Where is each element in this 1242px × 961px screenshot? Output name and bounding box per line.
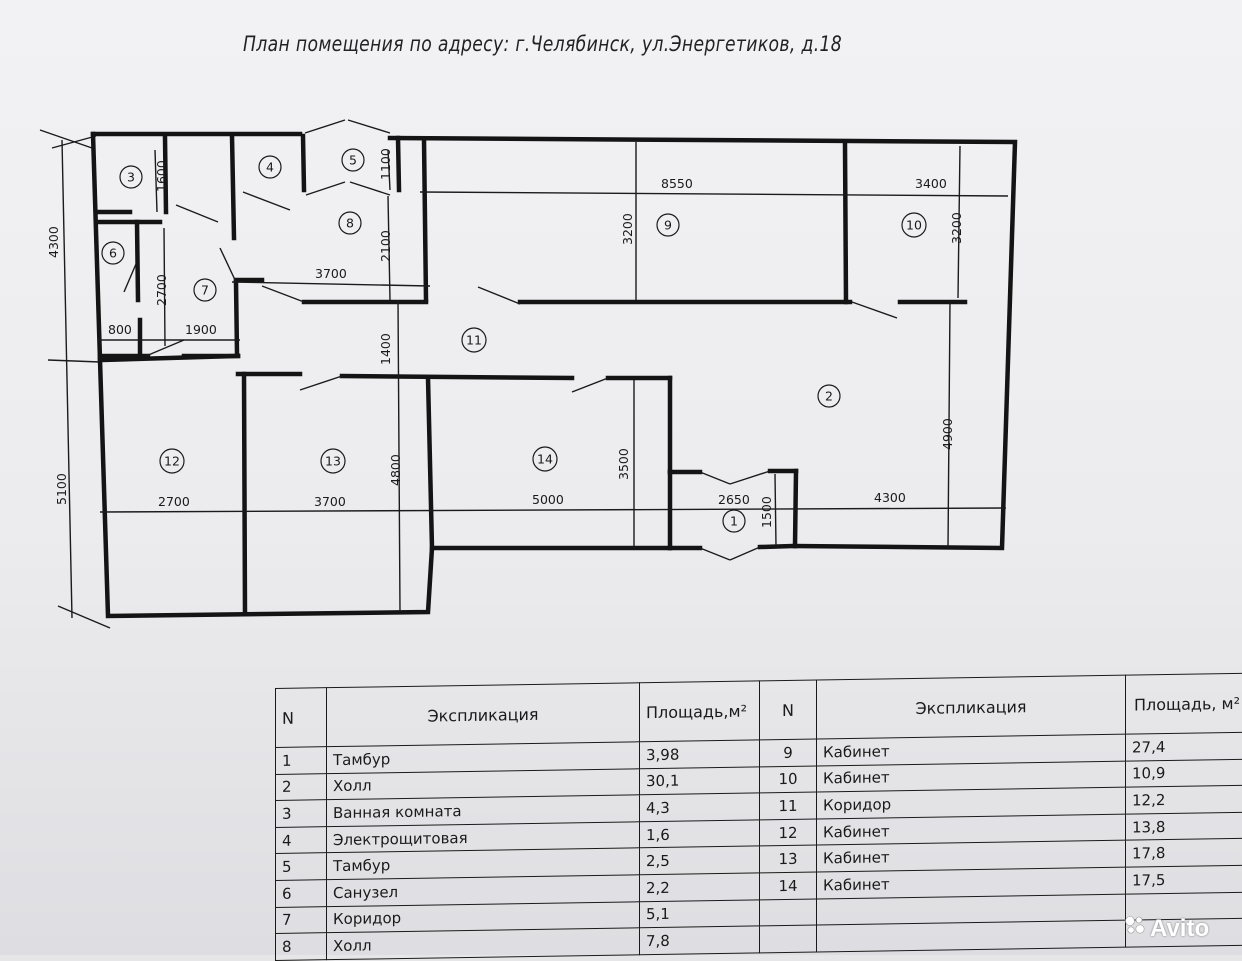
header-area-right: Площадь, м² [1126, 673, 1242, 734]
floor-plan: 4300 5100 1600 1100 2100 2700 3700 800 1… [0, 0, 1242, 690]
row-area: 3,98 [640, 740, 760, 768]
row-n: 4 [276, 826, 327, 853]
row-area: 7,8 [640, 926, 760, 954]
row-area-right: 10,9 [1126, 759, 1242, 788]
dim-r8-width: 3700 [315, 266, 347, 281]
row-area-right: 27,4 [1126, 732, 1242, 761]
dim-r2-width: 4300 [874, 490, 906, 505]
header-explication: Экспликация [327, 683, 640, 747]
room-label-1: 1 [730, 514, 738, 529]
room-label-9: 9 [664, 218, 672, 233]
avito-watermark: Avito [1150, 915, 1209, 943]
header-area: Площадь,м² [640, 681, 760, 742]
dim-overall-lower: 5100 [54, 473, 69, 505]
dim-r10-height: 3200 [949, 212, 964, 244]
dim-r14-height: 3500 [616, 448, 631, 480]
row-area: 2,5 [640, 846, 760, 874]
room-label-4: 4 [266, 160, 274, 175]
room-label-6: 6 [109, 246, 117, 261]
row-n: 5 [276, 853, 327, 880]
dim-r8-height: 2100 [378, 230, 393, 262]
room-label-5: 5 [349, 153, 357, 168]
dim-r7-height: 2700 [154, 274, 169, 306]
row-area-right: 12,2 [1126, 785, 1242, 814]
dim-r2-height: 4900 [940, 418, 955, 450]
room-label-13: 13 [325, 454, 341, 469]
room-label-8: 8 [346, 216, 354, 231]
row-area: 4,3 [640, 793, 760, 821]
room-label-7: 7 [201, 283, 209, 298]
room-label-11: 11 [466, 333, 482, 348]
row-n: 3 [276, 800, 327, 827]
dim-r1-width: 2650 [718, 492, 750, 507]
row-name-right [817, 920, 1126, 951]
interior-walls [96, 136, 965, 614]
dim-r3-height: 1600 [154, 160, 169, 192]
dim-r6-width: 800 [108, 322, 132, 337]
row-n-right: 13 [760, 845, 817, 872]
dim-r7-width: 1900 [185, 322, 217, 337]
dim-r14-width: 5000 [532, 492, 564, 507]
row-n: 7 [276, 906, 327, 933]
row-area-right: 17,8 [1126, 839, 1242, 868]
row-n-right [760, 899, 817, 926]
dim-r9-width: 8550 [661, 176, 693, 191]
dim-r5-height: 1100 [378, 148, 393, 180]
row-area: 1,6 [640, 820, 760, 848]
room-label-3: 3 [127, 170, 135, 185]
dim-r1-height: 1500 [759, 496, 774, 528]
room-label-14: 14 [537, 452, 553, 467]
row-area: 2,2 [640, 873, 760, 901]
row-n-right: 12 [760, 819, 817, 846]
header-explication-right: Экспликация [817, 675, 1126, 739]
row-area: 30,1 [640, 766, 760, 794]
row-n-right: 9 [760, 739, 817, 766]
dim-r10-width: 3400 [915, 176, 947, 191]
row-area-right: 13,8 [1126, 812, 1242, 841]
row-n: 1 [276, 747, 327, 774]
dimension-labels: 4300 5100 1600 1100 2100 2700 3700 800 1… [46, 148, 964, 528]
row-n-right [760, 925, 817, 952]
dim-overall-upper: 4300 [46, 226, 61, 258]
room-label-12: 12 [164, 454, 180, 469]
explication-table-wrap: N Экспликация Площадь,м² N Экспликация П… [275, 673, 1228, 955]
room-label-10: 10 [906, 218, 922, 233]
row-n-right: 10 [760, 766, 817, 793]
row-n: 6 [276, 880, 327, 907]
room-label-2: 2 [825, 389, 833, 404]
header-n-right: N [760, 680, 817, 740]
header-n: N [276, 688, 327, 748]
dim-r9-height: 3200 [620, 213, 635, 245]
dim-r12-width: 2700 [158, 494, 190, 509]
row-area-right: 17,5 [1126, 865, 1242, 894]
row-n-right: 14 [760, 872, 817, 899]
dim-r13-width: 3700 [314, 494, 346, 509]
dim-r11-height: 1400 [378, 333, 393, 365]
row-n: 2 [276, 773, 327, 800]
dim-r13-height: 4800 [388, 454, 403, 486]
explication-table: N Экспликация Площадь,м² N Экспликация П… [275, 673, 1242, 961]
avito-logo-icon [1124, 914, 1146, 936]
row-area: 5,1 [640, 899, 760, 927]
row-n-right: 11 [760, 792, 817, 819]
row-n: 8 [276, 933, 327, 960]
